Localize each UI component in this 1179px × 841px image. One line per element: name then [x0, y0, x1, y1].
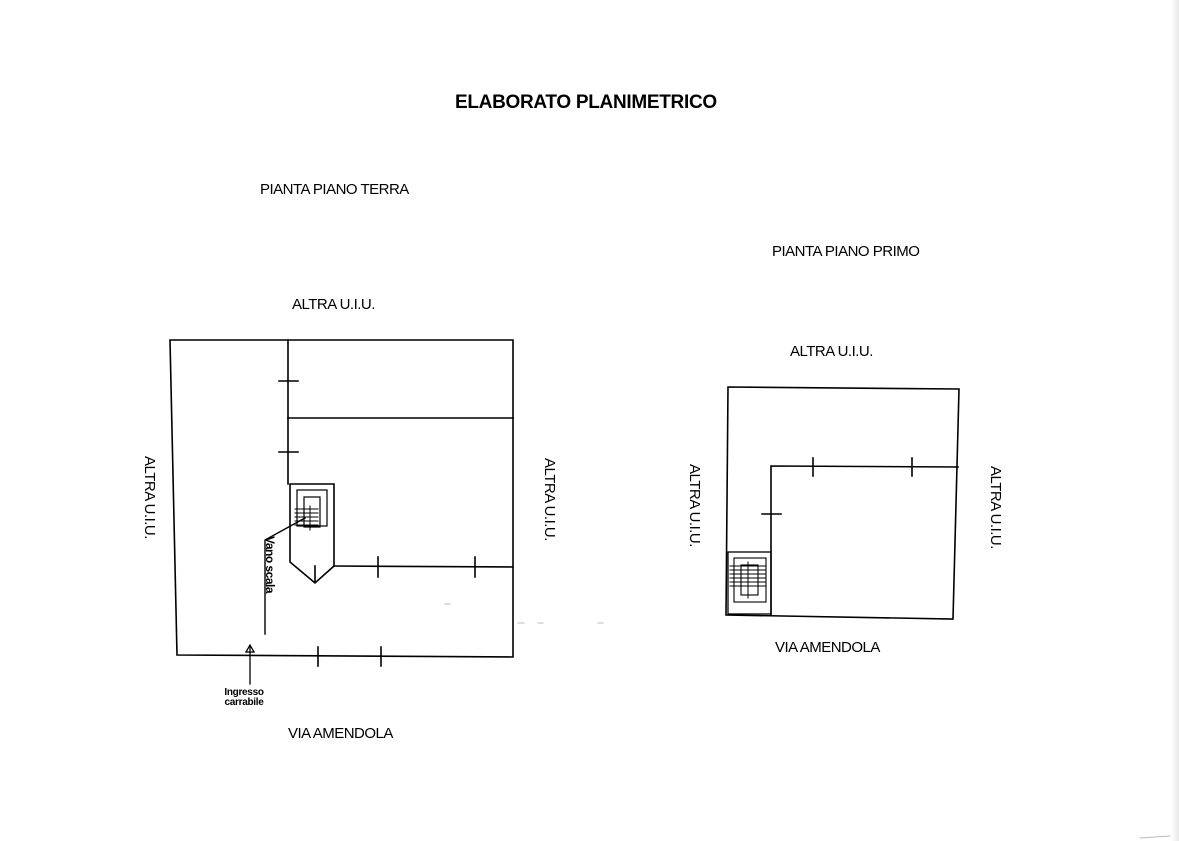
stairwell-core — [303, 496, 321, 528]
stairwell-inner — [296, 489, 328, 527]
first-floor-plan — [725, 386, 960, 620]
ground-floor-plan — [169, 339, 514, 685]
first-floor-stairwell-inner — [733, 557, 767, 603]
first-floor-top-neighbor-label: ALTRA U.I.U. — [790, 343, 873, 360]
first-floor-stairwell-outline — [727, 551, 772, 615]
first-floor-street-label: VIA AMENDOLA — [775, 639, 880, 656]
entrance-label-line2: carrabile — [224, 697, 264, 708]
first-floor-heading: PIANTA PIANO PRIMO — [772, 243, 920, 260]
first-floor-outline — [725, 386, 960, 620]
first-floor-unit-outline — [770, 465, 959, 616]
stairwell-leader-line — [264, 517, 306, 635]
entrance-label: Ingresso carrabile — [216, 688, 272, 708]
first-floor-stairwell-core — [740, 564, 759, 596]
ground-floor-inner-wall-middle — [333, 565, 514, 568]
stairwell-outline — [289, 483, 335, 585]
ground-floor-heading: PIANTA PIANO TERRA — [260, 181, 409, 198]
first-floor-stair-treads — [729, 561, 767, 599]
entrance-label-line1: Ingresso — [224, 687, 264, 698]
ground-floor-outline — [169, 339, 514, 658]
entrance-arrow-icon — [245, 643, 255, 685]
scan-specks — [444, 603, 1171, 839]
ground-floor-street-label: VIA AMENDOLA — [288, 725, 393, 742]
page-edge — [1171, 0, 1179, 841]
ground-floor-top-neighbor-label: ALTRA U.I.U. — [292, 296, 375, 313]
page-title: ELABORATO PLANIMETRICO — [455, 92, 717, 113]
